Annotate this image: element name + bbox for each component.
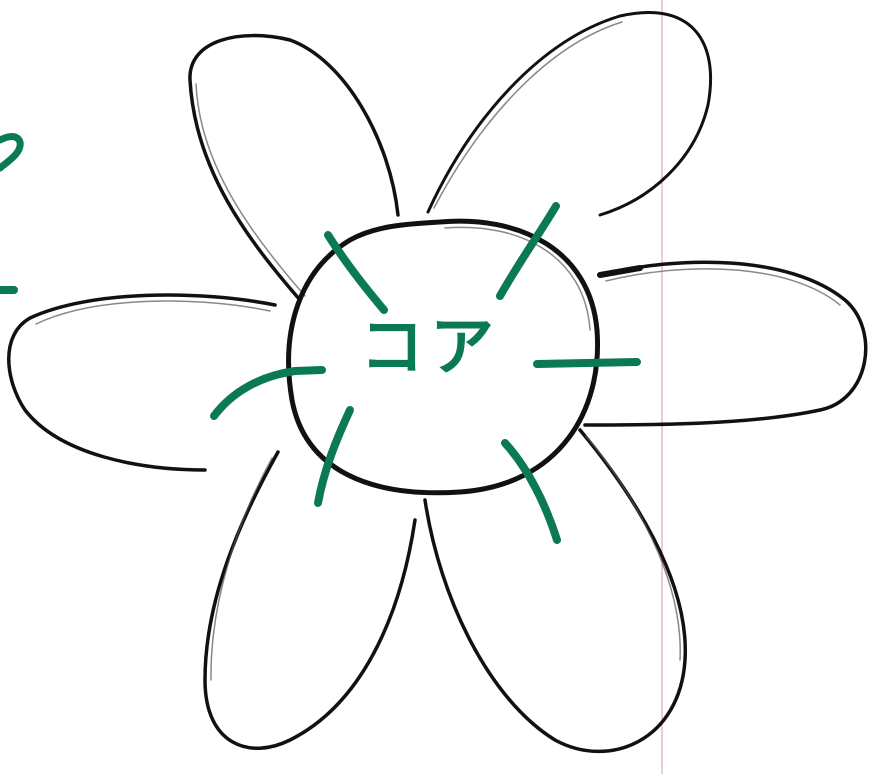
petal-bottom-left bbox=[205, 452, 415, 748]
petal-top-left bbox=[190, 36, 398, 300]
petal-top-right bbox=[428, 12, 711, 215]
ray-right bbox=[537, 362, 637, 364]
petal-left bbox=[9, 295, 275, 470]
ray-left bbox=[214, 370, 322, 416]
ray-top-left bbox=[328, 235, 384, 310]
petal-bottom-right bbox=[425, 430, 685, 751]
center-label: コア bbox=[360, 316, 500, 380]
petal-right bbox=[585, 262, 866, 425]
edge-stroke-top-left bbox=[0, 137, 20, 169]
